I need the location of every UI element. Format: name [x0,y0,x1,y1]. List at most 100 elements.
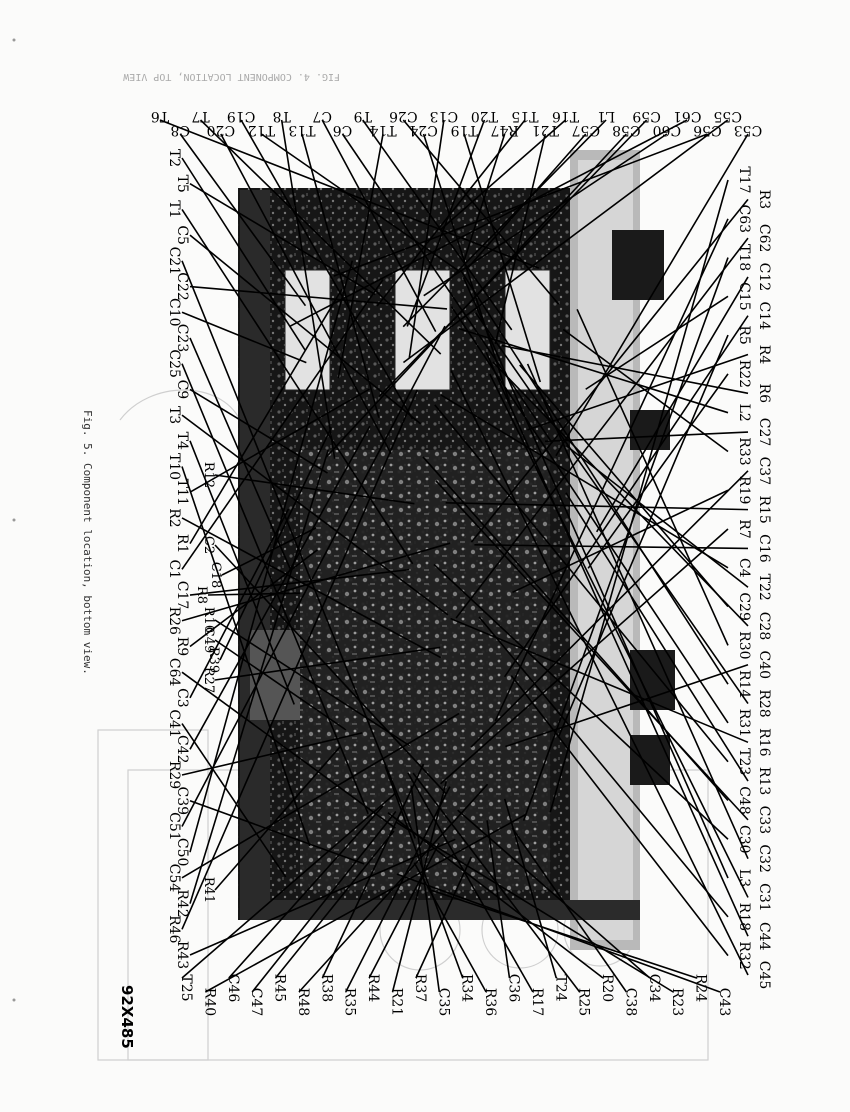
component-label-c51: C51 [166,812,182,841]
leader-line-c7 [321,119,437,332]
leader-line-c40 [505,663,749,748]
component-label-c23: C23 [174,324,190,353]
component-label-c27: C27 [756,418,772,447]
leader-line-l1 [402,119,607,328]
component-label-c63: C63 [736,205,752,234]
leader-line-r42 [189,449,329,904]
leader-line-t9 [362,119,513,331]
component-label-c32: C32 [756,844,772,873]
component-label-c62: C62 [756,224,772,253]
leader-line-c61 [289,119,688,327]
component-label-l1: L1 [597,108,615,124]
callouts-right: T17R3C63C62T18C12C15C14R5R4R22R6L2C27R33… [736,166,772,989]
component-label-c20: C20 [207,122,236,138]
component-label-c41: C41 [166,709,182,738]
leader-line-r38 [321,763,425,979]
leader-line-r13 [565,492,749,782]
leader-line-c63 [494,218,729,722]
component-label-c56: C56 [693,122,722,138]
component-label-c2: C2 [201,536,216,554]
component-label-c26: C26 [389,108,418,124]
binder-marks [12,38,16,1002]
component-label-r21: R21 [389,988,405,1016]
component-label-c64: C64 [166,658,182,687]
leader-line-t1 [181,208,414,565]
leader-line-r19 [512,489,729,594]
component-label-c58: C58 [612,122,641,138]
leader-line-c28 [492,361,749,627]
component-label-c57: C57 [572,122,601,138]
leader-line-r25 [412,772,581,993]
leader-line-t21 [494,133,547,345]
component-label-r3: R3 [756,190,772,209]
component-label-t11: T11 [174,479,190,506]
leader-line-r12 [214,474,415,505]
component-label-c5: C5 [174,225,190,245]
component-label-c12: C12 [756,263,772,292]
component-label-c40: C40 [756,650,772,679]
component-label-t22: T22 [756,574,772,601]
component-label-c3: C3 [174,688,190,708]
component-label-r45: R45 [272,974,288,1002]
leader-line-r30 [576,308,729,646]
component-label-r2: R2 [166,508,182,527]
leader-line-r20 [387,812,604,979]
component-label-c31: C31 [756,883,772,912]
component-label-c17: C17 [174,581,190,610]
component-label-t19: T19 [451,122,478,138]
leader-line-t8 [280,119,336,460]
leader-line-r33 [562,328,729,453]
component-label-t25: T25 [178,974,194,1001]
leader-line-c10 [181,311,307,364]
component-label-c50: C50 [174,838,190,867]
component-label-c14: C14 [756,301,772,330]
leader-line-r32 [510,675,729,957]
component-label-l3: L3 [736,869,752,887]
component-label-r24: R24 [693,974,709,1002]
component-label-r26: R26 [166,607,182,635]
component-label-r42: R42 [174,889,190,917]
leader-line-r14 [459,269,729,685]
component-label-r40: R40 [201,988,217,1016]
component-label-c10: C10 [166,298,182,327]
leader-line-c20 [220,133,392,454]
component-label-c53: C53 [734,122,763,138]
component-label-r43: R43 [174,941,190,969]
leader-line-c24 [422,133,512,406]
component-label-r48: R48 [295,988,311,1016]
leader-line-c22 [189,285,448,310]
leader-line-c19 [240,119,414,420]
leader-line-c23 [189,337,291,569]
component-label-t10: T10 [166,453,182,480]
component-label-r13: R13 [756,767,772,795]
component-label-t9: T9 [354,108,372,124]
leader-line-r6 [501,344,749,395]
leader-line-c39 [189,799,365,865]
leader-line-c41 [181,723,287,878]
component-label-r12: R12 [201,462,216,488]
leader-line-c17 [189,568,410,596]
leader-line-t5 [189,183,376,296]
leader-line-c46 [228,805,384,979]
leader-line-t19 [463,133,542,383]
component-label-c7: C7 [312,108,332,124]
component-label-r29: R29 [166,761,182,789]
component-label-r30: R30 [736,631,752,659]
component-label-c25: C25 [166,349,182,378]
component-label-r35: R35 [342,988,358,1016]
leader-line-c55 [402,119,729,364]
component-label-r38: R38 [318,974,334,1002]
component-label-t12: T12 [248,122,275,138]
component-label-c13: C13 [430,108,459,124]
leader-line-r40 [205,813,527,993]
leader-line-r5 [557,334,729,738]
leader-line-c45 [450,370,749,976]
leader-line-r10 [214,619,411,747]
component-label-t2: T2 [166,149,182,167]
component-label-t23: T23 [736,748,752,775]
component-label-c45: C45 [756,961,772,990]
component-label-r20: R20 [599,974,615,1002]
component-label-r4: R4 [756,345,772,365]
leader-line-t16 [439,119,567,231]
